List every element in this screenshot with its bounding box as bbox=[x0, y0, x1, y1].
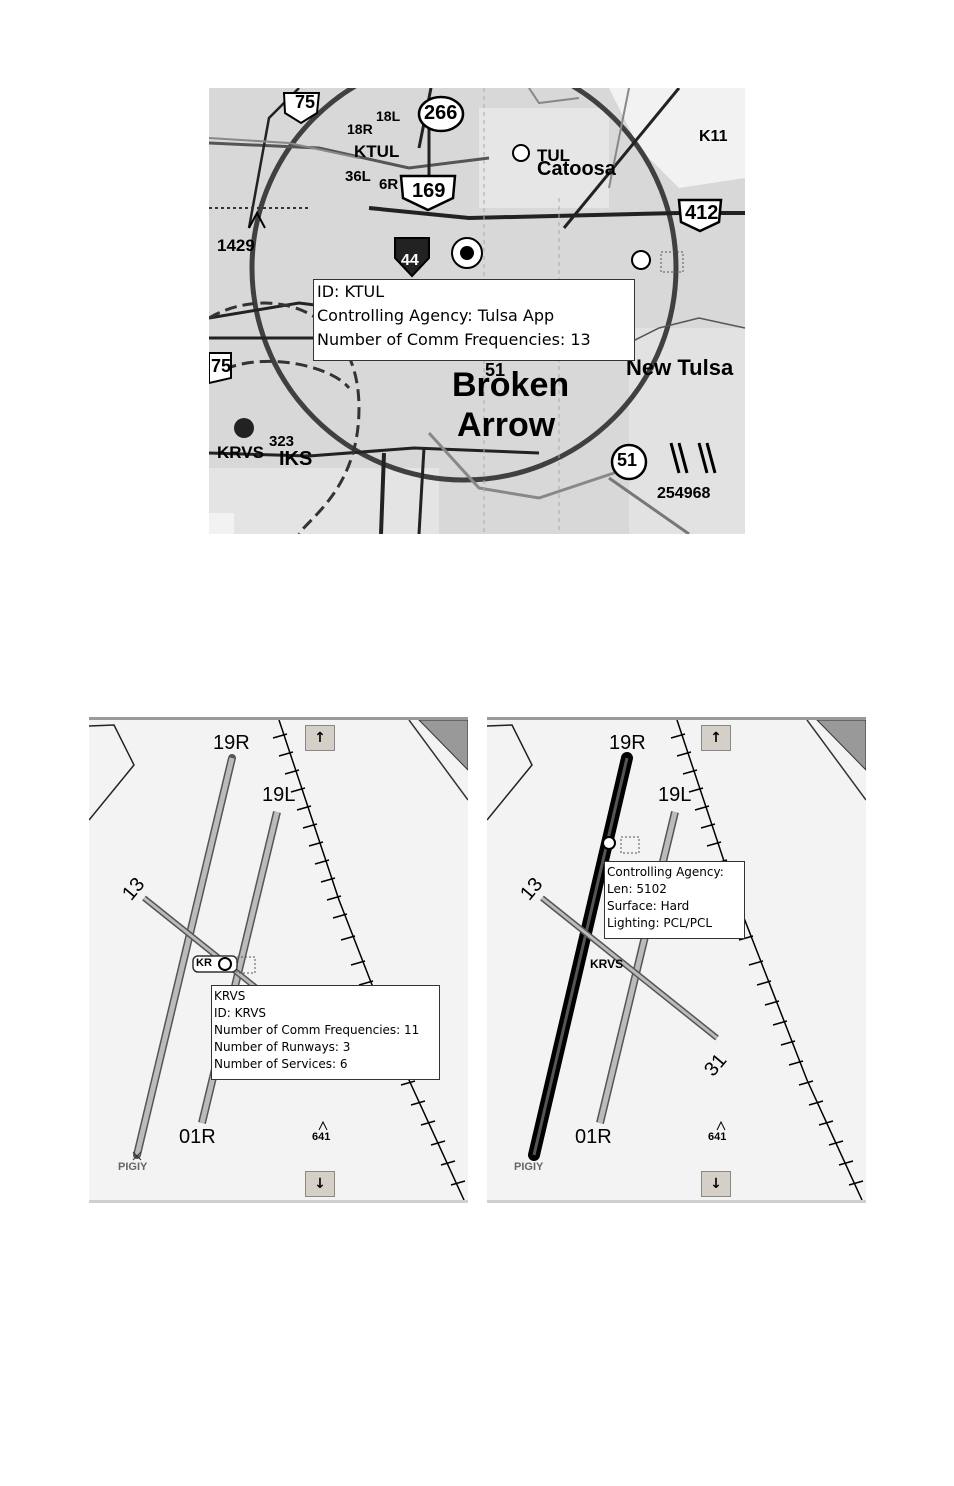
krvs-tooltip: KRVS ID: KRVS Number of Comm Frequencies… bbox=[211, 985, 440, 1080]
k11-airport-label: K11 bbox=[699, 128, 728, 145]
scroll-up-button[interactable]: ↑ bbox=[701, 725, 731, 751]
tooltip-line: ID: KRVS bbox=[214, 1006, 267, 1020]
broken-arrow-label-1: Broken bbox=[452, 366, 570, 404]
tooltip-line: Number of Comm Frequencies: 13 bbox=[317, 330, 591, 349]
runway-19R-label: 19R bbox=[213, 732, 250, 754]
elevation-323-label: 323 bbox=[269, 433, 295, 450]
new-tulsa-label: New Tulsa bbox=[626, 355, 734, 380]
scroll-down-button[interactable]: ↓ bbox=[305, 1171, 335, 1197]
pigiy-fix-label: PIGIY bbox=[118, 1161, 148, 1173]
runway-36L-label: 36L bbox=[345, 168, 371, 185]
runway-6R-label: 6R bbox=[379, 176, 399, 193]
runway-18R-label: 18R bbox=[347, 121, 373, 137]
elevation-1429-label: 1429 bbox=[217, 236, 255, 255]
krvs-airport-label: KRVS bbox=[217, 443, 264, 462]
route-266-label: 266 bbox=[424, 102, 458, 124]
route-44-label: 44 bbox=[401, 252, 419, 269]
ktul-airport-label: KTUL bbox=[354, 142, 400, 161]
route-169-label: 169 bbox=[412, 180, 446, 202]
krvs-airport-label: KRVS bbox=[590, 957, 624, 971]
runway-tooltip: Controlling Agency: Len: 5102 Surface: H… bbox=[604, 861, 745, 939]
tooltip-line: Number of Comm Frequencies: 11 bbox=[214, 1023, 420, 1037]
iks-navaid-label: IKS bbox=[279, 448, 313, 470]
scroll-up-button[interactable]: ↑ bbox=[305, 725, 335, 751]
airport-diagram-krvs[interactable]: 19R 19L 13 01R 641 PIGIY KR ↑ ↓ KRVS ID:… bbox=[89, 717, 468, 1203]
catoosa-label: Catoosa bbox=[537, 158, 616, 180]
elevation-641-label: 641 bbox=[708, 1131, 727, 1143]
runway-19L-label: 19L bbox=[658, 784, 692, 806]
scroll-down-button[interactable]: ↓ bbox=[701, 1171, 731, 1197]
tooltip-line: KRVS bbox=[214, 989, 246, 1003]
runway-19R-label: 19R bbox=[609, 732, 646, 754]
krvs-airport-tag[interactable]: KR bbox=[196, 957, 212, 969]
tooltip-line: Controlling Agency: Tulsa App bbox=[317, 306, 555, 325]
sectional-map-overview[interactable]: 75 266 169 412 44 51 51 75 18L 18R KTUL … bbox=[209, 88, 745, 534]
ktul-tooltip: ID: KTUL Controlling Agency: Tulsa App N… bbox=[313, 279, 635, 361]
tooltip-line: ID: KTUL bbox=[317, 282, 385, 301]
route-412-label: 412 bbox=[685, 202, 719, 224]
tooltip-line: Controlling Agency: bbox=[607, 865, 724, 879]
map-graphics bbox=[209, 88, 745, 534]
tooltip-line: Len: 5102 bbox=[607, 882, 667, 896]
route-51-label-2: 51 bbox=[485, 360, 506, 380]
runway-01R-label: 01R bbox=[575, 1126, 612, 1148]
pigiy-fix-label: PIGIY bbox=[514, 1161, 544, 1173]
elevation-254968-label: 254968 bbox=[657, 485, 711, 502]
route-51-label: 51 bbox=[617, 450, 638, 470]
broken-arrow-label-2: Arrow bbox=[457, 406, 556, 444]
tooltip-line: Number of Runways: 3 bbox=[214, 1040, 351, 1054]
airport-diagram-runway-selected[interactable]: 19R 19L 13 31 01R 641 PIGIY KRVS ↑ ↓ Con… bbox=[487, 717, 866, 1203]
tul-navaid-label: TUL bbox=[537, 146, 571, 165]
route-75-label-2: 75 bbox=[211, 356, 232, 376]
elevation-641-label: 641 bbox=[312, 1131, 331, 1143]
tooltip-line: Number of Services: 6 bbox=[214, 1057, 348, 1071]
tooltip-line: Lighting: PCL/PCL bbox=[607, 916, 713, 930]
tooltip-line: Surface: Hard bbox=[607, 899, 690, 913]
runway-18L-label: 18L bbox=[376, 108, 401, 124]
route-75-label: 75 bbox=[295, 92, 316, 112]
runway-19L-label: 19L bbox=[262, 784, 296, 806]
runway-01R-label: 01R bbox=[179, 1126, 216, 1148]
